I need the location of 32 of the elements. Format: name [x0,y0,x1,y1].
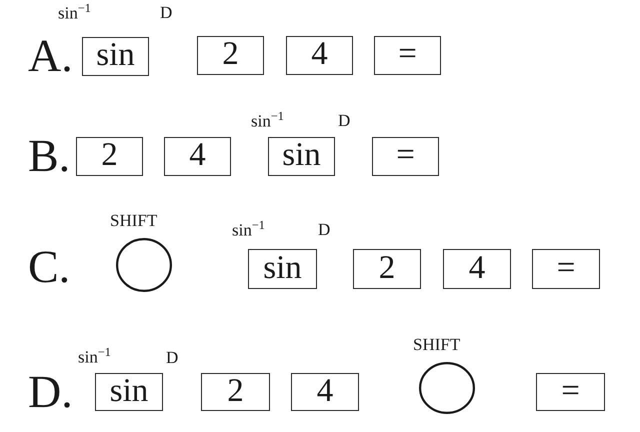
calculator-key: 4 [164,137,231,176]
key-label: sin$^{−1}$ [251,110,284,132]
calculator-key: sin [268,137,335,176]
round-key [116,238,172,292]
calculator-key: = [536,373,605,411]
calculator-key: sin [95,373,163,411]
calculator-key: = [372,137,439,176]
calculator-key: 4 [286,36,353,75]
option-letter: A. [28,33,73,79]
calculator-key: sin [82,37,149,76]
round-key [419,362,475,414]
calculator-key: 2 [353,249,421,289]
key-label: D [160,4,172,23]
calculator-key: sin [248,249,317,289]
calculator-key: 2 [201,373,270,411]
option-letter: D. [28,369,73,415]
key-label: D [318,221,330,240]
option-letter: C. [28,244,70,290]
key-label: sin$^{−1}$ [58,2,91,24]
key-label: SHIFT [413,336,460,355]
calculator-key: 4 [443,249,511,289]
key-label: sin$^{−1}$ [78,346,111,368]
calculator-key: 2 [197,36,264,75]
key-label: sin$^{−1}$ [232,219,265,240]
calculator-key: = [532,249,600,289]
option-letter: B. [28,133,70,179]
key-label: SHIFT [110,212,158,231]
key-label: D [166,349,178,368]
key-label: D [338,112,350,131]
calculator-key: 2 [76,137,143,176]
calculator-key: 4 [291,373,359,411]
calculator-key: = [374,36,441,75]
